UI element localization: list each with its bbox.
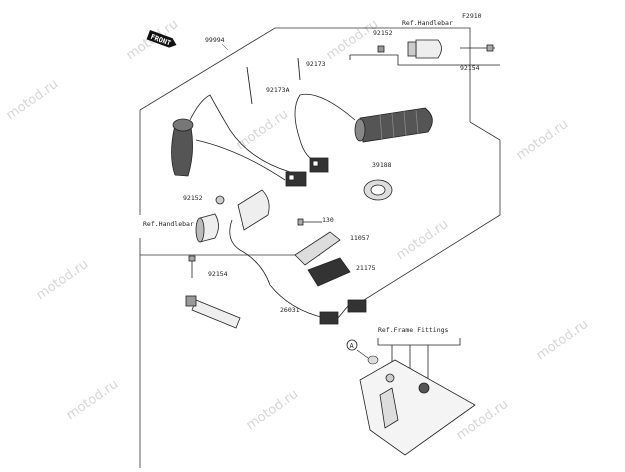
frame-fittings-bracket: [359, 338, 476, 456]
watermark-layer: motod.ru motod.ru motod.ru motod.ru moto…: [4, 17, 591, 443]
label-21175: 21175: [356, 264, 376, 272]
label-99994: 99994: [205, 36, 225, 44]
label-39188: 39188: [372, 161, 392, 169]
watermark-text: motod.ru: [234, 107, 291, 153]
label-92154-top: 92154: [460, 64, 480, 72]
wire-connectors: [285, 157, 329, 187]
kit-frame: [139, 27, 501, 468]
watermark-text: motod.ru: [4, 77, 61, 123]
watermark-text: motod.ru: [244, 387, 301, 433]
watermark-text: motod.ru: [534, 317, 591, 363]
watermark-text: motod.ru: [394, 217, 451, 263]
left-bar-end-weight: [195, 213, 219, 243]
grip-ring: [363, 179, 393, 201]
washer-left: [215, 195, 225, 205]
label-92152-left: 92152: [183, 194, 203, 202]
callout-a-label: A: [350, 342, 355, 350]
label-92154-left: 92154: [208, 270, 228, 278]
ref-frame-fittings: Ref.Frame Fittings: [378, 326, 449, 334]
screw-left: [188, 255, 196, 278]
watermark-text: motod.ru: [34, 257, 91, 303]
callout-a-marker: A: [346, 339, 379, 365]
watermark-text: motod.ru: [514, 117, 571, 163]
watermark-text: motod.ru: [324, 17, 381, 63]
watermark-text: motod.ru: [64, 377, 121, 423]
left-heated-grip: [171, 94, 291, 181]
top-bar-end-assembly: [349, 39, 500, 66]
mount-bolt: [297, 218, 322, 226]
label-92173: 92173: [306, 60, 326, 68]
label-92173a: 92173A: [266, 86, 290, 94]
label-26031: 26031: [280, 306, 300, 314]
right-heated-grip: [294, 93, 433, 164]
mount-bracket: [294, 231, 341, 266]
wiring-harness: [229, 189, 367, 325]
grease-tube: [185, 295, 241, 329]
label-92152-top: 92152: [373, 29, 393, 37]
figure-code: F2910: [462, 12, 482, 20]
ref-handlebar-top: Ref.Handlebar: [402, 19, 453, 27]
heater-controller: [307, 257, 351, 287]
label-130: 130: [322, 216, 334, 224]
ref-handlebar-left: Ref.Handlebar: [143, 220, 194, 228]
label-11057: 11057: [350, 234, 370, 242]
cable-ties: [246, 57, 301, 105]
